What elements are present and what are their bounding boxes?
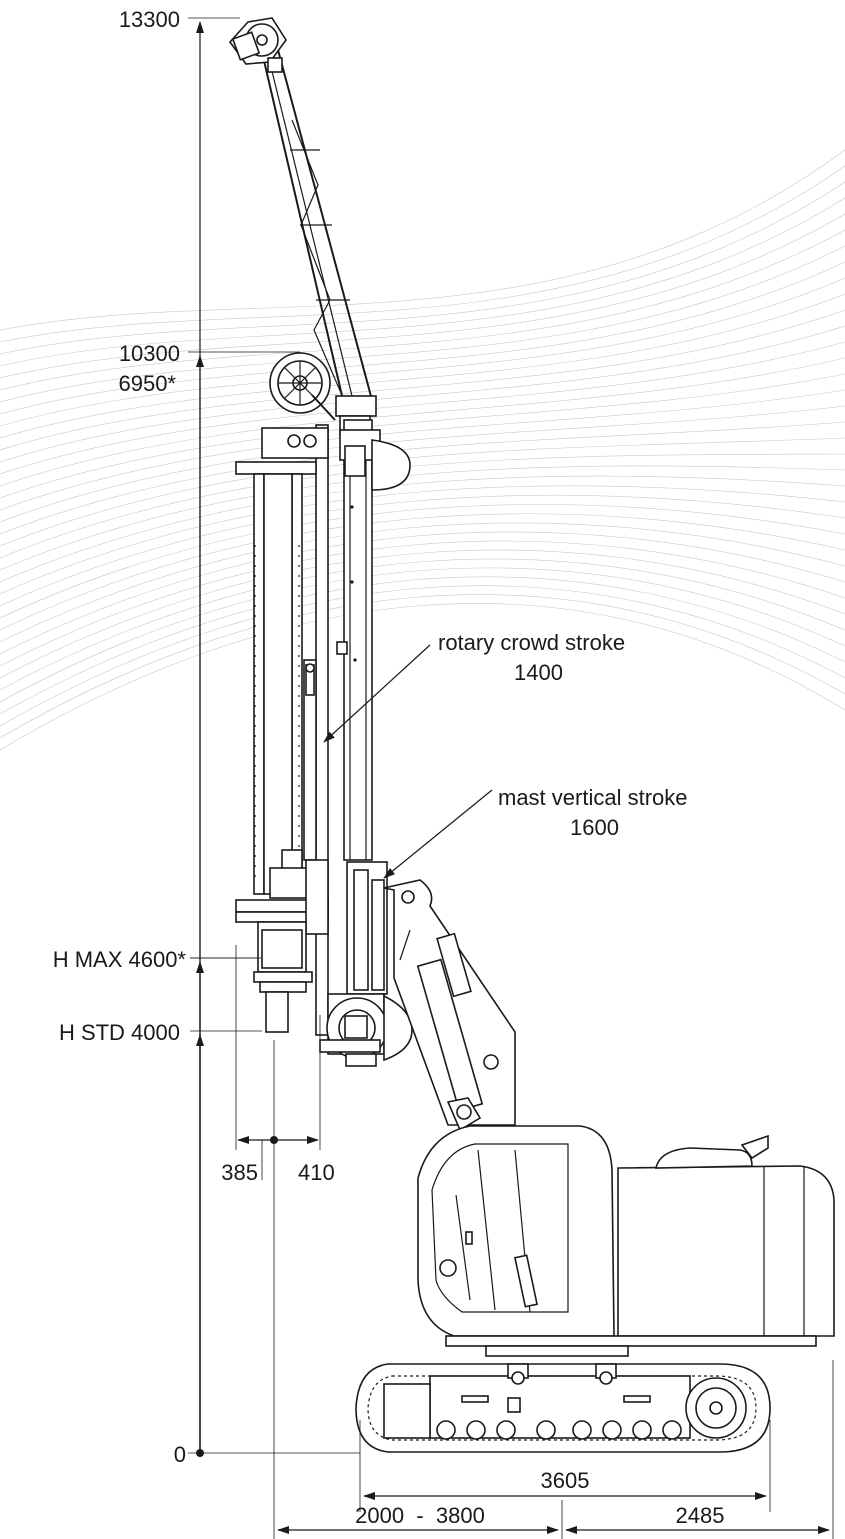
track-roller xyxy=(572,1420,592,1440)
track-roller xyxy=(436,1420,456,1440)
background-curve xyxy=(0,245,845,403)
height-total-label: 13300 xyxy=(119,7,180,32)
rotary-head xyxy=(235,849,329,1033)
background-curve xyxy=(0,437,845,547)
height-mast-top-label: 10300 xyxy=(119,341,180,366)
ground-level-label: 0 xyxy=(174,1442,186,1467)
track-rollers xyxy=(436,1420,682,1440)
background-curve xyxy=(0,558,845,691)
background-curve xyxy=(0,585,845,727)
background-curve xyxy=(0,197,845,367)
offset-left-label: 385 xyxy=(221,1160,258,1185)
offset-right-label: 410 xyxy=(298,1160,335,1185)
background-curve xyxy=(0,261,845,415)
background-curve xyxy=(0,549,845,679)
background-curve xyxy=(0,494,845,607)
offset-dimension xyxy=(235,945,321,1539)
background-curve xyxy=(0,341,845,475)
background-curve xyxy=(0,165,845,343)
background-curve xyxy=(0,531,845,655)
background-curves xyxy=(0,149,845,751)
background-curve xyxy=(0,405,845,523)
background-curve xyxy=(0,181,845,355)
background-curve xyxy=(0,325,845,463)
background-curve xyxy=(0,373,845,499)
track-roller xyxy=(466,1420,486,1440)
h-max-label: H MAX 4600* xyxy=(53,947,187,972)
background-curve xyxy=(0,540,845,667)
background-curve xyxy=(0,357,845,487)
background-curve xyxy=(0,277,845,427)
background-curve xyxy=(0,475,845,583)
background-curve xyxy=(0,513,845,631)
annotation-leaders xyxy=(190,644,493,959)
track-roller xyxy=(632,1420,652,1440)
background-curve xyxy=(0,603,845,751)
background-curve xyxy=(0,213,845,379)
background-curve xyxy=(0,522,845,643)
rotary-crowd-stroke-title: rotary crowd stroke xyxy=(438,630,625,655)
background-curve xyxy=(0,421,845,535)
background-curve xyxy=(0,149,845,331)
boom-arm xyxy=(383,879,516,1132)
background-curve xyxy=(0,485,845,595)
background-curve xyxy=(0,576,845,715)
mast-slide-carriage xyxy=(319,861,413,1067)
rotary-crowd-stroke-value: 1400 xyxy=(514,660,563,685)
background-curve xyxy=(0,229,845,391)
background-curve xyxy=(0,504,845,619)
height-dimension-lines xyxy=(188,17,360,1457)
reach-range-label: 2000 - 3800 xyxy=(355,1503,485,1528)
mast-vertical-stroke-value: 1600 xyxy=(570,815,619,840)
background-curve xyxy=(0,293,845,439)
height-mast-top-alt-label: 6950* xyxy=(118,371,176,396)
kelly-bar xyxy=(235,427,329,895)
winch-drum xyxy=(269,352,336,421)
background-curve xyxy=(0,453,845,559)
background-curve xyxy=(0,594,845,739)
base-dimension-lines xyxy=(277,1360,834,1539)
background-curve xyxy=(0,567,845,703)
tail-length-label: 2485 xyxy=(676,1503,725,1528)
h-std-label: H STD 4000 xyxy=(59,1020,180,1045)
upper-carriage xyxy=(417,1125,835,1357)
track-roller xyxy=(536,1420,556,1440)
background-curve xyxy=(0,465,845,571)
crawler-track xyxy=(355,1363,771,1453)
track-roller xyxy=(662,1420,682,1440)
background-curve xyxy=(0,309,845,451)
track-roller xyxy=(496,1420,516,1440)
background-curve xyxy=(0,389,845,511)
track-length-label: 3605 xyxy=(541,1468,590,1493)
upper-jib xyxy=(228,17,377,437)
mast-vertical-stroke-title: mast vertical stroke xyxy=(498,785,688,810)
mast xyxy=(315,419,411,1036)
track-roller xyxy=(602,1420,622,1440)
